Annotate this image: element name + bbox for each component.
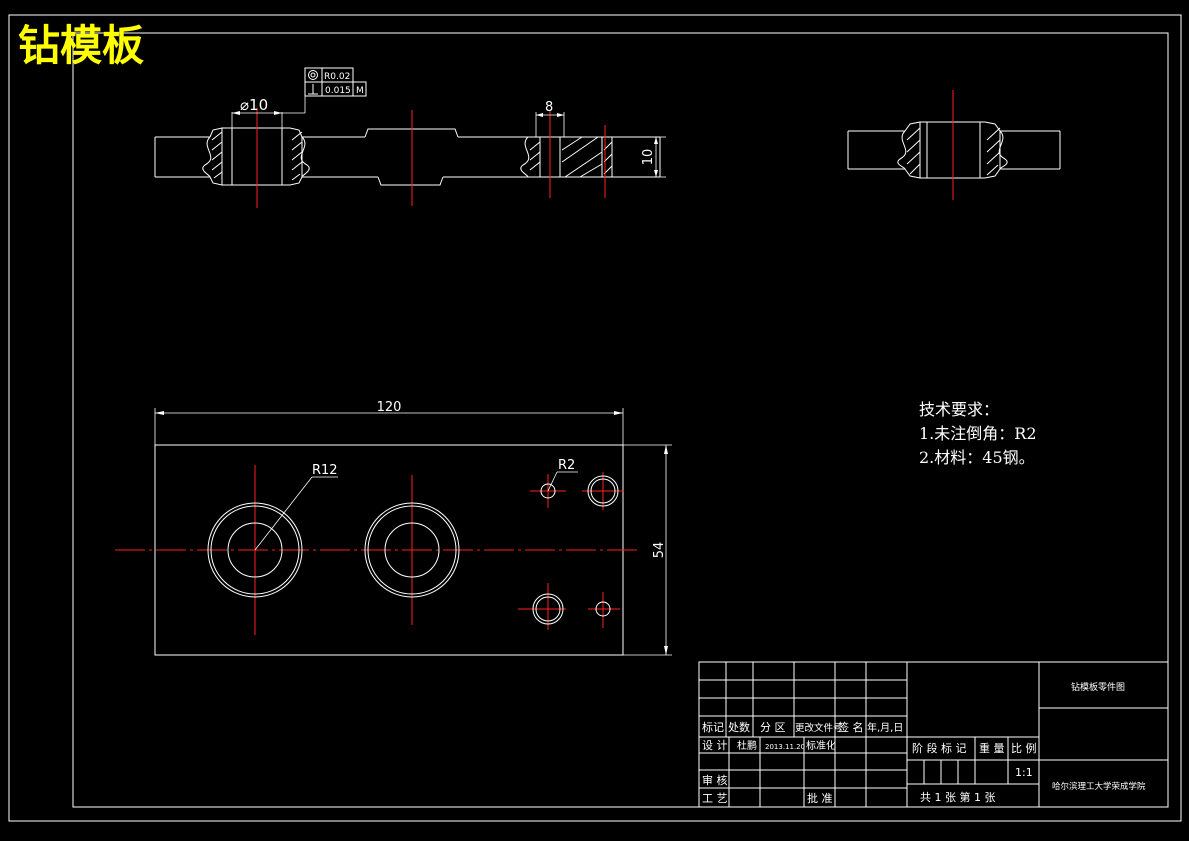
section-view-right <box>847 90 1061 200</box>
tolerance-row1: R0.02 <box>324 72 350 82</box>
requirements-heading: 技术要求： <box>919 400 999 419</box>
outer-border <box>8 14 1182 822</box>
tolerance-row2: 0.015 <box>325 86 351 96</box>
tb-drawing-name: 钻模板零件图 <box>1071 681 1125 693</box>
tb-sheets: 共 1 张 第 1 张 <box>920 790 995 804</box>
tb-header-count: 处数 <box>728 721 750 734</box>
tolerance-modifier: M <box>356 86 364 96</box>
tb-institution: 哈尔滨理工大学荣成学院 <box>1052 781 1146 792</box>
tb-weight: 重 量 <box>979 741 1005 755</box>
drawing-title: 钻模板 <box>18 21 144 70</box>
concentricity-icon <box>308 70 318 80</box>
tb-review: 审 核 <box>702 773 728 787</box>
tb-approve: 批 准 <box>807 791 833 805</box>
dim-bore-diameter: ⌀10 <box>240 96 268 114</box>
plan-view: R12 R2 120 54 <box>115 400 672 656</box>
bushing-hole-1 <box>207 502 303 598</box>
requirement-item-2: 2.材料：45钢。 <box>919 448 1035 467</box>
perpendicularity-icon <box>308 84 318 95</box>
section-view-left: ⌀10 R0.02 0.015 M 8 10 <box>154 67 666 208</box>
pin-hole-2 <box>587 475 619 507</box>
tb-scale: 1:1 <box>1015 766 1033 779</box>
title-block: 标记 处数 分 区 更改文件号 签 名 年,月,日 设 计 杜鹏 2013.11… <box>698 661 1169 808</box>
bushing-hole-2 <box>364 502 460 598</box>
technical-requirements: 技术要求： 1.未注倒角：R2 2.材料：45钢。 <box>919 400 1037 467</box>
dim-radius-large: R12 <box>312 463 338 478</box>
tb-header-sign: 签 名 <box>838 720 864 734</box>
dim-radius-small: R2 <box>558 458 575 473</box>
dim-height: 54 <box>652 542 667 559</box>
tb-standard: 标准化 <box>806 739 836 752</box>
tb-header-doc: 更改文件号 <box>795 722 843 734</box>
tb-header-mark: 标记 <box>702 720 724 734</box>
tb-header-zone: 分 区 <box>760 721 786 734</box>
tb-scale-label: 比 例 <box>1011 741 1037 755</box>
pin-hole-3 <box>532 593 564 625</box>
tb-header-date: 年,月,日 <box>867 721 903 734</box>
dim-length: 120 <box>377 400 402 415</box>
tb-date: 2013.11.20 <box>765 743 805 751</box>
inner-frame <box>72 32 1169 808</box>
dim-thickness: 10 <box>641 149 656 166</box>
tb-design-label: 设 计 <box>702 739 728 752</box>
tb-designer: 杜鹏 <box>737 739 757 752</box>
pin-hole-4 <box>595 601 611 617</box>
pin-hole-1 <box>540 483 556 499</box>
tb-stage-mark: 阶 段 标 记 <box>912 741 967 755</box>
requirement-item-1: 1.未注倒角：R2 <box>919 424 1037 443</box>
dim-slot-width: 8 <box>545 100 553 115</box>
tb-process: 工 艺 <box>702 792 728 805</box>
